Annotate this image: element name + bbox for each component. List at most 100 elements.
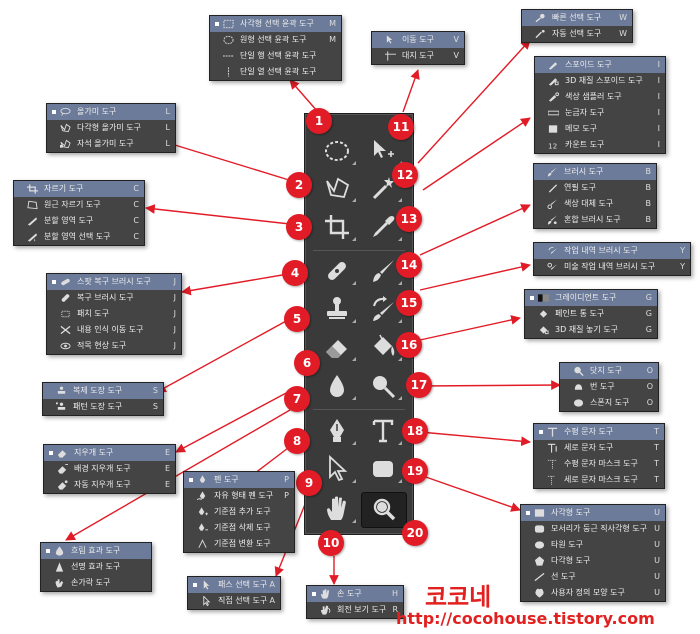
crop-tool[interactable] — [315, 210, 359, 244]
shape-tool[interactable] — [361, 452, 405, 486]
menu-item-label: 스폰지 도구 — [590, 398, 630, 407]
dodge-tool[interactable] — [361, 369, 405, 403]
zoom-tool[interactable] — [361, 492, 407, 528]
stamp-tool[interactable] — [315, 292, 359, 326]
shortcut-key: P — [284, 475, 289, 484]
menu-item-label: 세로 문자 마스크 도구 — [564, 475, 638, 484]
healing-tool[interactable] — [315, 254, 359, 288]
eraser-tool[interactable] — [315, 330, 359, 364]
shortcut-key: G — [645, 293, 652, 302]
menu-item-sharpen[interactable]: 선명 효과 도구 — [41, 559, 151, 575]
shortcut-key: I — [657, 108, 660, 117]
path-select-tool[interactable] — [315, 452, 359, 486]
menu-item-label: 사각형 선택 윤곽 도구 — [240, 19, 314, 28]
history-brush-tool[interactable] — [361, 292, 405, 326]
menu-item-col-marquee[interactable]: 단일 열 선택 윤곽 도구 — [210, 64, 341, 80]
menu-item-add-anchor[interactable]: 기준점 추가 도구 — [184, 504, 294, 520]
shortcut-key: O — [646, 382, 653, 391]
menu-item-label: 선명 효과 도구 — [71, 562, 121, 571]
menu-item-label: 패스 선택 도구 — [218, 580, 268, 589]
quick-select-tool[interactable] — [361, 171, 405, 205]
gradient-tool[interactable] — [361, 330, 405, 364]
menu-item-row-marquee[interactable]: 단일 행 선택 윤곽 도구 — [210, 48, 341, 64]
menu-item-blur[interactable]: 흐림 효과 도구 — [41, 543, 151, 559]
menu-item-delete-anchor[interactable]: 기준점 삭제 도구 — [184, 520, 294, 536]
current-tool-marker — [52, 280, 56, 284]
pen-tool[interactable] — [315, 414, 359, 448]
type-tool[interactable] — [361, 414, 405, 448]
menu-item-label: 자동 지우개 도구 — [74, 480, 131, 489]
badge-12: 12 — [392, 162, 418, 188]
eyedropper-tool[interactable] — [361, 210, 405, 244]
menu-item-convert-point[interactable]: 기준점 변환 도구 — [184, 536, 294, 552]
hand-tool[interactable] — [315, 492, 359, 526]
marquee-tool[interactable] — [315, 134, 359, 168]
brush-tool[interactable] — [361, 254, 405, 288]
menu-item-label: 지우개 도구 — [74, 448, 114, 457]
blur-tool[interactable] — [315, 369, 359, 403]
rounded-rect-icon — [373, 461, 393, 477]
lasso-tool[interactable] — [315, 171, 359, 205]
menu-item-smudge[interactable]: 손가락 도구 — [41, 575, 151, 591]
